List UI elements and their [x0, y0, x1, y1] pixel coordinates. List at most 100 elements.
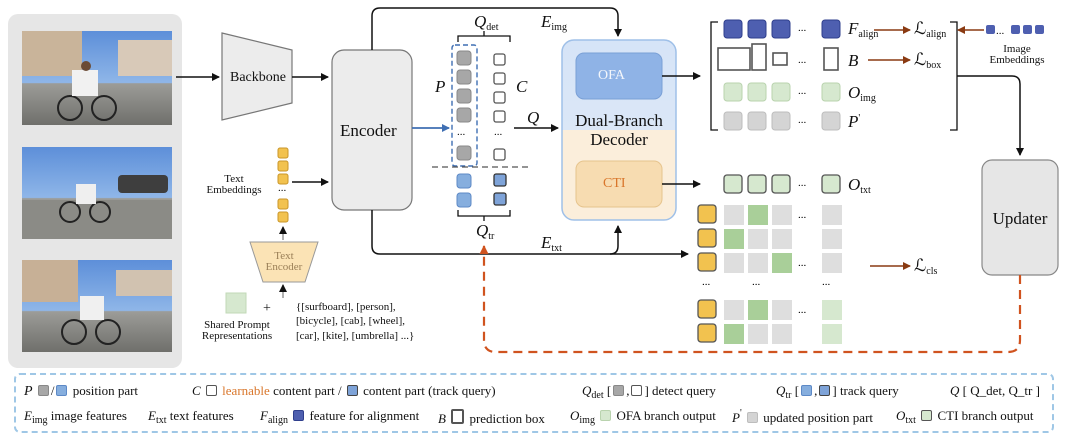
image-embeddings-label: Image Embeddings — [984, 44, 1050, 66]
box-dots: ... — [798, 54, 807, 66]
p-prime-sup: ' — [858, 113, 861, 124]
p-prime-main: P — [848, 112, 859, 131]
legend-c-symbol: C — [192, 383, 201, 398]
f-align-sub: align — [858, 29, 879, 40]
grid-ellipsis: ... — [702, 276, 711, 288]
symbol-c: C — [516, 77, 528, 96]
f-align-main: F — [848, 19, 859, 38]
light-gray-square-icon — [747, 412, 759, 423]
loss-cls: ℒcls — [914, 257, 937, 277]
e-img-main: E — [541, 12, 552, 31]
text-embedding-key — [697, 252, 717, 272]
legend-q-symbol: Q — [950, 383, 960, 398]
similarity-cell — [724, 229, 744, 249]
image-embeddings-dots: ... — [996, 25, 1005, 37]
similarity-cell — [748, 229, 768, 249]
text-embedding-key — [697, 299, 717, 319]
white-square-icon — [205, 385, 217, 396]
o-img-dots: ... — [798, 85, 807, 97]
o-txt-row — [723, 174, 841, 194]
legend-track-query: Qtr [,] track query — [776, 383, 899, 401]
loss-box: ℒbox — [914, 51, 941, 71]
category-list: {[surfboard], [person], [bicycle], [cab]… — [296, 300, 414, 343]
similarity-cell — [822, 229, 842, 249]
grid-ellipsis: ... — [752, 276, 761, 288]
legend-qtr-text: track query — [839, 383, 899, 398]
legend-eimg-main: E — [24, 408, 32, 423]
image-embeddings-line2: Embeddings — [989, 54, 1045, 66]
navy-square-icon — [293, 410, 305, 421]
loss-align: ℒalign — [914, 20, 946, 40]
video-frame-3 — [22, 260, 172, 352]
o-img-main: O — [848, 83, 861, 102]
legend-qtr-sep: , — [814, 383, 818, 398]
loss-align-main: ℒ — [914, 19, 927, 38]
legend-qtr-main: Q — [776, 383, 786, 398]
symbol-f-align: Falign — [848, 20, 878, 40]
o-txt-sub: txt — [860, 185, 871, 196]
blue-square-icon — [56, 385, 68, 396]
symbol-o-txt: Otxt — [848, 176, 871, 196]
blue-square-icon — [801, 385, 813, 396]
loss-align-sub: align — [926, 29, 947, 40]
category-line2: [bicycle], [cab], [wheel], — [296, 315, 406, 328]
symbol-q: Q — [527, 108, 540, 127]
q-tr-sub: tr — [488, 231, 495, 242]
outlined-blue-square-icon — [346, 385, 358, 396]
legend-p-sep: / — [50, 383, 55, 398]
text-encoder-block — [249, 241, 319, 283]
similarity-cell — [748, 205, 768, 225]
similarity-cell — [822, 253, 842, 273]
text-embeddings-label: Text Embeddings — [204, 174, 264, 196]
gray-square-icon — [613, 385, 625, 396]
legend-oimg-sub: img — [579, 415, 595, 426]
text-encoder-label: Text Encoder — [256, 251, 312, 273]
track-query-blocks — [456, 173, 507, 208]
similarity-cell — [748, 324, 768, 344]
loss-cls-main: ℒ — [914, 256, 927, 275]
text-embeddings-stack — [277, 147, 289, 223]
text-encoder-line1: Text — [274, 250, 294, 262]
e-img-sub: img — [551, 22, 567, 33]
video-frame-1 — [22, 31, 172, 125]
legend-oimg-text: OFA branch output — [616, 408, 716, 423]
q-tr-main: Q — [476, 221, 489, 240]
text-embedding-key — [697, 323, 717, 343]
legend-o-img: Oimg OFA branch output — [570, 409, 716, 426]
similarity-cell — [822, 205, 842, 225]
decoder-label: Dual-Branch Decoder — [562, 111, 676, 149]
legend-pp-sup: ' — [739, 408, 742, 419]
detect-query-position — [456, 50, 472, 161]
legend-qdet-main: Q — [582, 383, 592, 398]
box-row — [717, 43, 839, 71]
legend-q-text: [ Q_det, Q_tr ] — [962, 383, 1040, 398]
legend-c-text2: content part (track query) — [363, 383, 496, 398]
legend-otxt-text: CTI branch output — [937, 408, 1034, 423]
legend-otxt-sub: txt — [905, 415, 916, 426]
similarity-cell — [724, 253, 744, 273]
p-prime-row — [723, 111, 841, 131]
legend-q: Q [ Q_det, Q_tr ] — [950, 384, 1040, 397]
box-outline-icon — [451, 409, 465, 424]
legend-o-txt: Otxt CTI branch output — [896, 409, 1034, 426]
legend-position-part: P / position part — [24, 384, 138, 399]
query-dots-p: ... — [457, 126, 466, 138]
loss-box-sub: box — [926, 60, 942, 71]
ofa-label: OFA — [598, 68, 625, 83]
legend-b-symbol: B — [438, 411, 446, 426]
grid-ellipsis: ... — [798, 257, 807, 269]
legend-f-align: Falign feature for alignment — [260, 409, 419, 426]
video-frame-2 — [22, 147, 172, 239]
shared-prompt-swatch — [225, 292, 247, 314]
backbone-label: Backbone — [230, 70, 286, 85]
legend-e-img: Eimg image features — [24, 409, 127, 426]
cti-label: CTI — [603, 176, 626, 191]
outlined-blue-square-icon — [819, 385, 831, 396]
legend-e-txt: Etxt text features — [148, 409, 234, 426]
grid-ellipsis: ... — [822, 276, 831, 288]
position-part-highlight — [451, 44, 478, 167]
symbol-q-tr: Qtr — [476, 222, 494, 242]
similarity-cell — [772, 324, 792, 344]
